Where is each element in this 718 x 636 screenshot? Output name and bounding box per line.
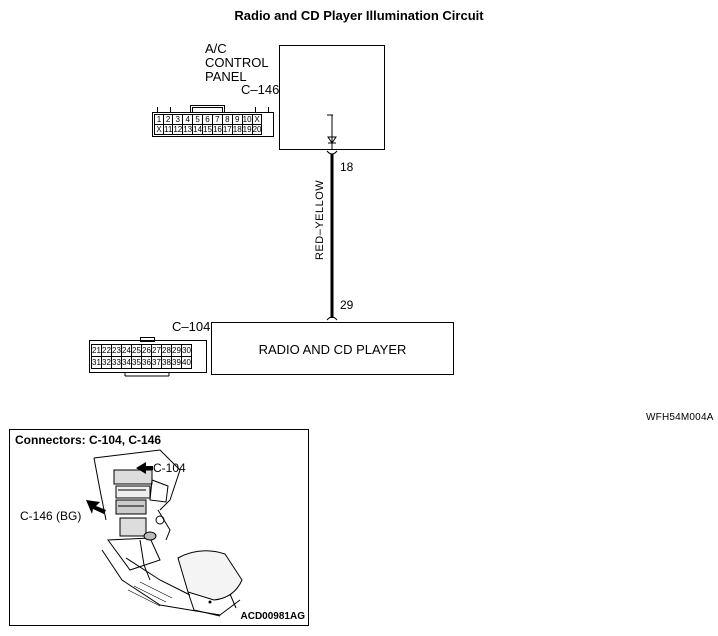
connector-pin: 36	[141, 356, 152, 369]
connector-pin-row: 31 32 33 34 35 36 37 38 39 40	[91, 356, 192, 369]
connector-c104-outline	[89, 337, 207, 377]
dashboard-illustration	[86, 449, 243, 617]
connector-pin: 20	[251, 124, 263, 135]
radio-connector-id: C–104	[172, 319, 211, 334]
connector-pin: 34	[121, 356, 132, 369]
illumination-ground-symbol	[327, 114, 337, 150]
connector-pin: 33	[111, 356, 122, 369]
callout-c104: C-104	[153, 461, 186, 475]
radio-cd-player-label: RADIO AND CD PLAYER	[258, 342, 407, 357]
connector-pin: 28	[161, 344, 172, 357]
callout-c146: C-146 (BG)	[20, 509, 82, 523]
connector-pin-row: X 11 12 13 14 15 16 17 18 19 20	[154, 124, 263, 135]
radio-cd-player-box: RADIO AND CD PLAYER	[211, 322, 454, 375]
diagram-code: WFH54M004A	[646, 412, 714, 423]
connector-pin: 30	[181, 344, 192, 357]
ac-panel-label-line: A/C	[205, 41, 227, 56]
connector-pin: 23	[111, 344, 122, 357]
connector-pin-row: 1 2 3 4 5 6 7 8 9 10 X	[154, 114, 263, 125]
connector-pin: 21	[91, 344, 102, 357]
connector-pin: 29	[171, 344, 182, 357]
ac-panel-label-line: PANEL	[205, 69, 247, 84]
inset-title: Connectors: C-104, C-146	[15, 433, 162, 447]
wire-color-label: RED–YELLOW	[314, 179, 326, 260]
connector-pin: 37	[151, 356, 162, 369]
connector-pin: 11	[162, 124, 174, 135]
ac-panel-label: A/C CONTROL PANEL	[205, 42, 269, 84]
connector-pin: 39	[171, 356, 182, 369]
wiring-lines	[326, 114, 338, 321]
ac-panel-connector-id: C–146	[241, 82, 280, 97]
connector-pin: 27	[151, 344, 162, 357]
connector-c146-face: 1 2 3 4 5 6 7 8 9 10 X X 11 12 13 14 15 …	[152, 101, 274, 137]
connector-pin: 26	[141, 344, 152, 357]
connector-c104-face: 21 22 23 24 25 26 27 28 29 30 31 32 33 3…	[89, 337, 207, 377]
connector-c146-outline	[152, 105, 274, 137]
connector-pin: 40	[181, 356, 192, 369]
connector-pin: 35	[131, 356, 142, 369]
connector-pin: 32	[101, 356, 112, 369]
pin-number-18: 18	[340, 160, 354, 174]
diagram-title: Radio and CD Player Illumination Circuit	[234, 8, 484, 23]
connector-pin-row: 21 22 23 24 25 26 27 28 29 30	[91, 344, 192, 357]
connector-mark-top	[326, 150, 338, 155]
connector-c146-pins: 1 2 3 4 5 6 7 8 9 10 X X 11 12 13 14 15 …	[154, 114, 263, 135]
connector-pin: 22	[101, 344, 112, 357]
inset-code: ACD00981AG	[240, 611, 305, 622]
connector-pin: 38	[161, 356, 172, 369]
connector-pin: 31	[91, 356, 102, 369]
connector-c104-pins: 21 22 23 24 25 26 27 28 29 30 31 32 33 3…	[91, 344, 192, 369]
pin-number-29: 29	[340, 298, 354, 312]
connector-pin: 25	[131, 344, 142, 357]
ac-panel-label-line: CONTROL	[205, 55, 269, 70]
connector-pin: 24	[121, 344, 132, 357]
connector-location-inset: Connectors: C-104, C-146 C-104	[9, 429, 309, 626]
